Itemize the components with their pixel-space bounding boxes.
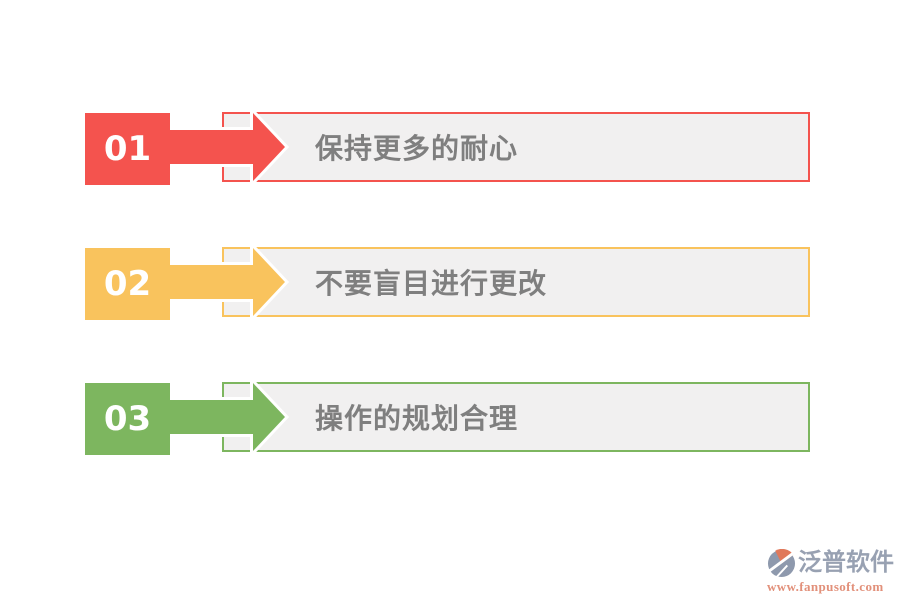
brand-watermark: 泛普软件 www.fanpusoft.com [767,549,897,595]
step-number-badge-3: 03 [85,383,170,455]
step-row-3: 操作的规划合理 03 [85,375,812,459]
step-number-badge-2: 02 [85,248,170,320]
brand-url: www.fanpusoft.com [767,579,884,594]
step-label-1: 保持更多的耐心 [315,133,519,164]
step-box-3: 操作的规划合理 [222,382,810,452]
step-box-1: 保持更多的耐心 [222,112,810,182]
step-number-1: 01 [103,129,152,169]
step-number-3: 03 [103,399,152,439]
brand-name: 泛普软件 [798,550,894,576]
arrow-right-icon [157,105,290,189]
fanpu-logo-icon [767,549,796,578]
step-row-2: 不要盲目进行更改 02 [85,240,812,324]
arrow-right-icon [157,240,290,324]
step-number-badge-1: 01 [85,113,170,185]
step-box-2: 不要盲目进行更改 [222,247,810,317]
arrow-right-icon [157,375,290,459]
step-label-2: 不要盲目进行更改 [315,268,548,299]
step-row-1: 保持更多的耐心 01 [85,105,812,189]
step-label-3: 操作的规划合理 [315,403,519,434]
step-number-2: 02 [103,264,152,304]
